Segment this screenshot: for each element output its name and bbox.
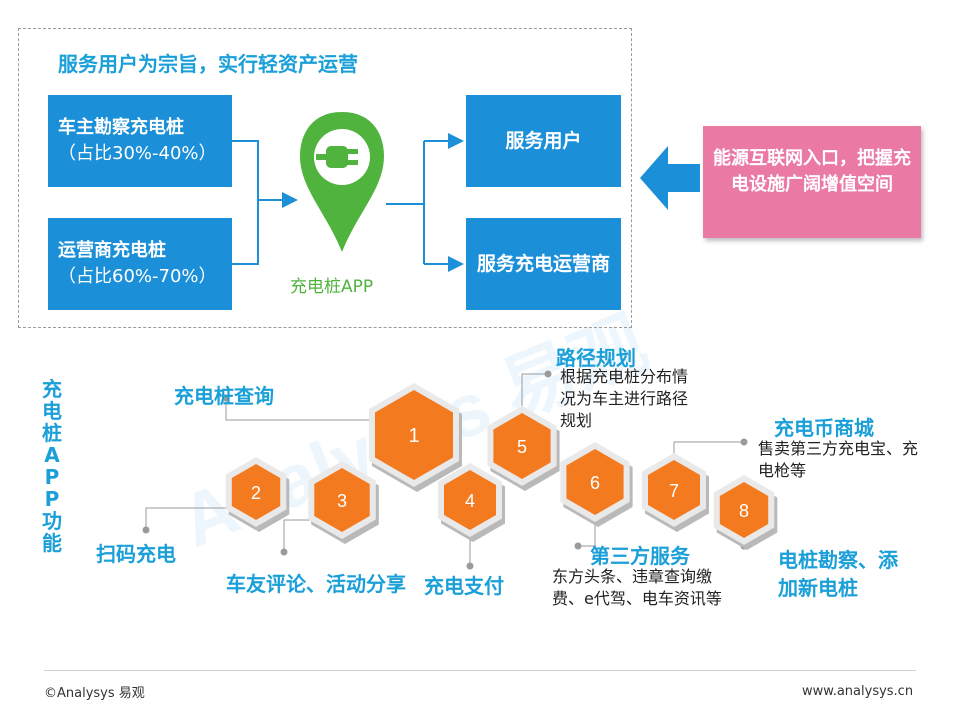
feature-hexagon-1: 1: [369, 383, 462, 492]
feature-1-label: 充电桩查询: [174, 384, 274, 408]
hexagon-number: 2: [251, 483, 261, 503]
footer-copyright: ©Analysys 易观: [44, 686, 145, 701]
hexagon-fill: [648, 460, 700, 520]
value-callout: 能源互联网入口，把握充电设施广阔增值空间: [703, 126, 921, 238]
feature-hexagon-6: 6: [560, 442, 633, 527]
app-label: 充电桩APP: [290, 277, 374, 297]
features-title: 充电桩APP功能: [42, 377, 62, 555]
feature-hexagon-5: 5: [487, 406, 560, 491]
merge-line: [232, 140, 259, 265]
hexagon-fill: [719, 482, 769, 538]
hexagon-fill: [493, 413, 551, 479]
business-model-frame: [18, 28, 632, 328]
left-arrow-icon: [640, 146, 700, 210]
hexagon-number: 5: [517, 437, 527, 457]
hexagon-number: 8: [739, 501, 749, 521]
source-pct: （占比30%-40%）: [58, 143, 217, 164]
feature-5-label: 路径规划: [556, 346, 636, 370]
headline: 服务用户为宗旨，实行轻资产运营: [58, 52, 358, 76]
feature-hexagon-2: 2: [225, 457, 290, 532]
feature-hexagon-7: 7: [642, 453, 709, 532]
feature-hexagon-3: 3: [308, 461, 379, 544]
feature-6-desc: 东方头条、违章查询缴费、e代驾、电车资讯等: [552, 567, 722, 608]
feature-4-label: 充电支付: [424, 574, 504, 598]
feature-7-label: 充电币商城: [774, 416, 874, 440]
feature-7-desc: 售卖第三方充电宝、充电枪等: [758, 439, 919, 480]
feature-3-label: 车友评论、活动分享: [226, 572, 406, 596]
leader-2: [145, 507, 232, 528]
target-box-operators: 服务充电运营商: [466, 218, 621, 310]
source-name: 车主勘察充电桩: [58, 117, 184, 138]
leader-5: [521, 373, 548, 418]
leader-3: [283, 519, 310, 552]
hexagon-number: 7: [669, 481, 679, 501]
charging-pin-icon: [300, 112, 384, 252]
hexagon-number: 4: [465, 491, 475, 511]
flow-connectors: [232, 112, 700, 272]
hexagon-number: 6: [590, 473, 600, 493]
target-label: 服务用户: [505, 129, 582, 152]
hexagon-fill: [314, 468, 370, 532]
feature-8-label: 电桩勘察、添加新电桩: [778, 548, 898, 600]
feature-6-label: 第三方服务: [590, 544, 690, 568]
hexagon-fill: [375, 390, 453, 480]
hexagon-number: 3: [337, 491, 347, 511]
source-name: 运营商充电桩: [58, 240, 166, 261]
feature-2-label: 扫码充电: [96, 542, 176, 566]
source-box-owner: 车主勘察充电桩 （占比30%-40%）: [48, 95, 232, 187]
hexagon-fill: [444, 470, 496, 530]
footer-url: www.analysys.cn: [802, 684, 914, 699]
hexagon-fill: [566, 449, 624, 515]
hexagon-number: 1: [408, 425, 419, 447]
feature-hexagon-8: 8: [713, 475, 778, 550]
source-pct: （占比60%-70%）: [58, 266, 217, 287]
leader-1: [225, 400, 375, 421]
target-label: 服务充电运营商: [476, 252, 610, 275]
feature-hexagon-4: 4: [438, 463, 505, 542]
hexagon-fill: [231, 464, 281, 520]
feature-5-desc: 根据充电桩分布情况为车主进行路径规划: [560, 367, 689, 430]
target-box-users: 服务用户: [466, 95, 621, 187]
footer-divider: [44, 670, 916, 671]
source-box-operator: 运营商充电桩 （占比60%-70%）: [48, 218, 232, 310]
leader-6: [578, 518, 596, 547]
